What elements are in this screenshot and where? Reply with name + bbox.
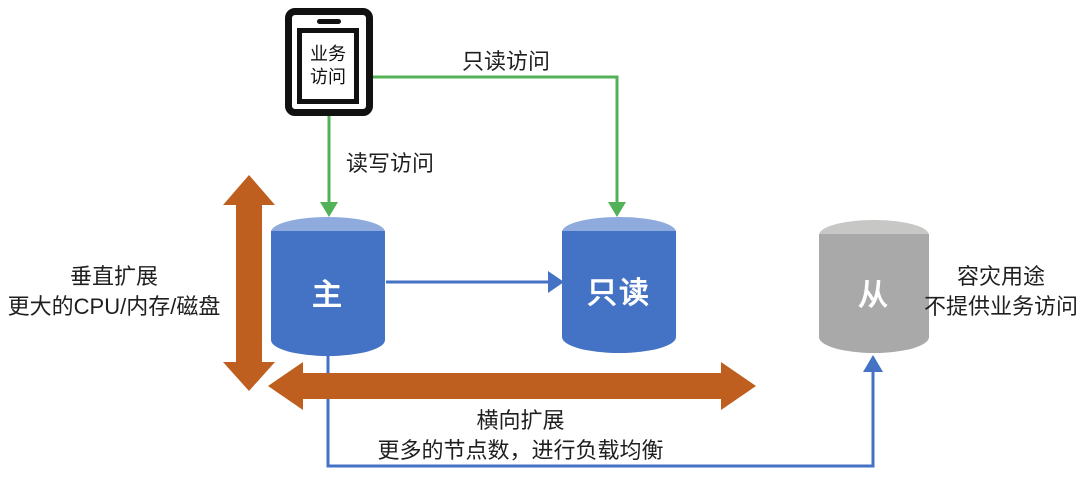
business-access-device-icon: 业务访问 [285, 8, 373, 116]
disaster-recovery-note: 容灾用途 不提供业务访问 [922, 262, 1080, 321]
horizontal-scaling-note: 横向扩展 更多的节点数，进行负载均衡 [368, 406, 673, 465]
vertical-scaling-arrow-icon [223, 175, 275, 391]
standby-db-cylinder: 从 [819, 220, 929, 353]
cylinder-body [562, 231, 676, 353]
vertical-scaling-detail: 更大的CPU/内存/磁盘 [7, 293, 221, 319]
read-write-arrowhead-icon [320, 202, 338, 217]
master-db-label: 主 [312, 278, 344, 312]
device-label: 业务访问 [310, 43, 346, 87]
cylinder-body [271, 231, 385, 356]
read-replica-db-label: 只读 [587, 277, 651, 310]
horizontal-scaling-detail: 更多的节点数，进行负载均衡 [377, 437, 664, 463]
horizontal-scaling-arrow-icon [268, 362, 756, 410]
read-only-access-label: 只读访问 [462, 49, 551, 74]
device-speaker-bar-icon [317, 19, 341, 24]
disaster-recovery-title: 容灾用途 [956, 264, 1045, 289]
read-only-access-line [373, 75, 619, 202]
vertical-scaling-note: 垂直扩展 更大的CPU/内存/磁盘 [0, 262, 228, 321]
master-to-standby-arrowhead-icon [863, 355, 883, 372]
master-db-cylinder: 主 [271, 217, 385, 356]
vertical-scaling-title: 垂直扩展 [69, 264, 158, 289]
standby-db-label: 从 [858, 278, 890, 312]
horizontal-scaling-title: 横向扩展 [476, 408, 565, 433]
read-replica-db-cylinder: 只读 [562, 217, 676, 353]
device-screen: 业务访问 [297, 28, 359, 104]
read-only-arrowhead-icon [608, 202, 626, 217]
disaster-recovery-detail: 不提供业务访问 [923, 293, 1078, 319]
read-write-access-label: 读写访问 [346, 151, 435, 176]
cylinder-body [819, 234, 929, 353]
